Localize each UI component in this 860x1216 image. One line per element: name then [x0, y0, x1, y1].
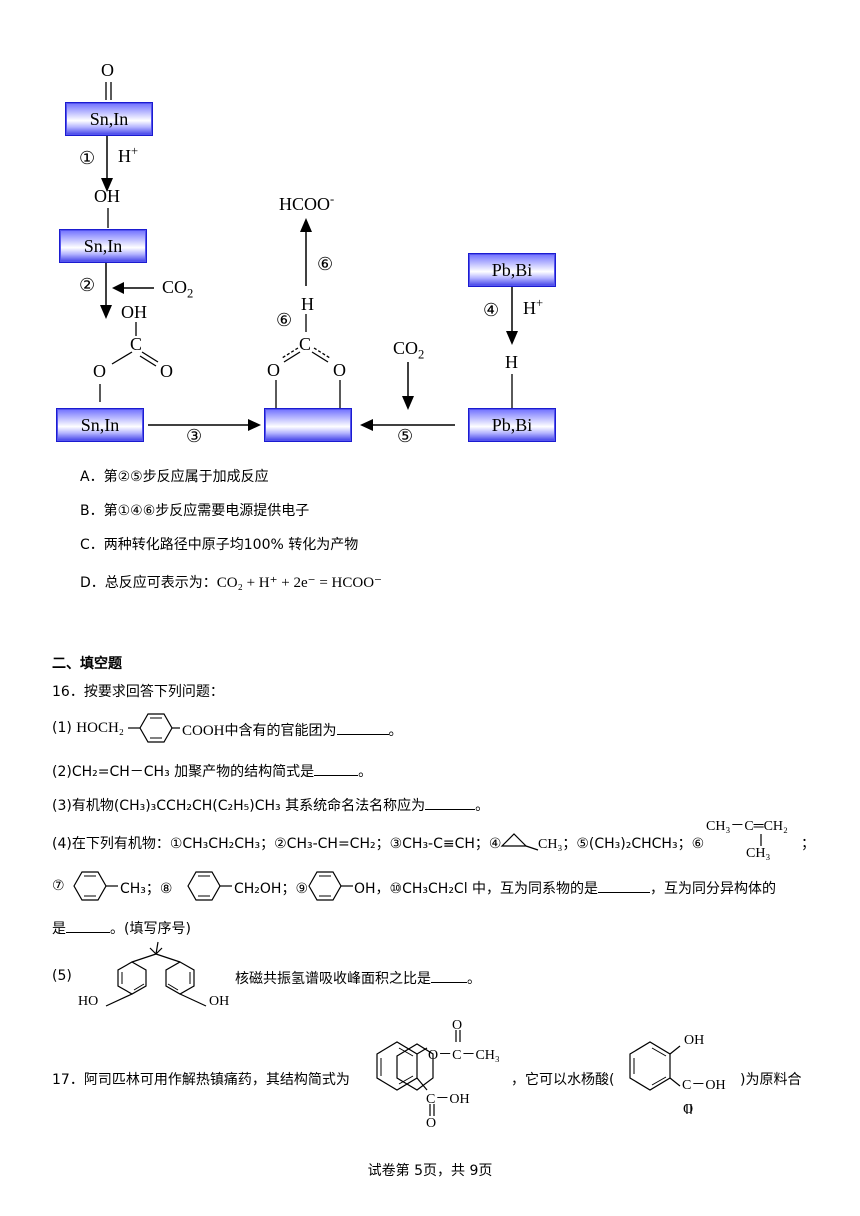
- arrow-down-step2: [100, 263, 112, 319]
- answer-blank[interactable]: [336, 720, 389, 735]
- benzyl-ring: [187, 871, 232, 901]
- step-1-label: ①: [79, 148, 96, 168]
- step-6-label-b: ⑥: [276, 310, 293, 330]
- carboxylate-bonds: [99, 322, 159, 402]
- oh-label: OH: [209, 994, 230, 1009]
- arrow-down-step4: [506, 287, 518, 345]
- h-plus-label-2: H+: [523, 296, 544, 318]
- ho-label: HO: [78, 994, 99, 1009]
- answer-blank[interactable]: [66, 918, 110, 933]
- catalyst-pb-bi-box-2: Pb,Bi: [468, 408, 556, 442]
- hydride-label: H: [505, 352, 518, 372]
- oh-label-2: OH: [121, 302, 147, 322]
- catalyst-sn-in-box-2: Sn,In: [59, 229, 147, 263]
- step-6-label-a: ⑥: [317, 254, 334, 274]
- option-c: C．两种转化路径中原子均100% 转化为产物: [80, 537, 359, 553]
- option-b: B．第①④⑥步反应需要电源提供电子: [80, 503, 310, 519]
- q16-part4-line1b: CH₃；⑤(CH₃)₂CHCH₃；⑥: [538, 836, 705, 852]
- atom-o-top: O: [101, 60, 114, 80]
- salicylic-oh: OH: [684, 1033, 705, 1048]
- bisphenol-a-structure: [105, 941, 207, 1007]
- answer-blank[interactable]: [425, 795, 476, 810]
- oxygen-right: O: [160, 361, 173, 381]
- answer-blank[interactable]: [598, 878, 651, 893]
- oxygen-right-2: O: [333, 360, 346, 380]
- q16-part4-line3: 是。(填写序号): [52, 918, 191, 938]
- step-3-label: ③: [186, 426, 203, 446]
- q16-part2: (2)CH₂=CH－CH₃ 加聚产物的结构简式是。: [52, 761, 372, 781]
- hydrogen-label: H: [301, 294, 314, 314]
- oxygen-left: O: [93, 361, 106, 381]
- section-heading: 二、填空题: [52, 656, 122, 672]
- catalyst-pb-bi-box: Pb,Bi: [468, 253, 556, 287]
- phenol-ring: [308, 871, 353, 901]
- co2-label-2: CO2: [393, 338, 425, 362]
- catalyst-sn-in-box: Sn,In: [65, 102, 153, 136]
- answer-blank[interactable]: [431, 968, 467, 983]
- step-5-label: ⑤: [397, 426, 414, 446]
- option-a: A．第②⑤步反应属于加成反应: [80, 469, 269, 485]
- cyclopropane-ring: [500, 833, 539, 851]
- isobutene-top: CH₃－C═CH₂: [706, 819, 788, 834]
- q17-text-3: )为原料合: [740, 1072, 802, 1088]
- aspirin-o-top: O: [452, 1018, 463, 1033]
- formate-label: HCOO-: [279, 192, 335, 214]
- step-4-label: ④: [483, 300, 500, 320]
- salicylic-acid-structure: [629, 1041, 692, 1114]
- salicylic-acid-group: C－OH: [682, 1078, 726, 1093]
- catalyst-sn-in-box-3: Sn,In: [56, 408, 144, 442]
- q16-part5-num: (5): [52, 968, 72, 984]
- answer-blank[interactable]: [314, 761, 359, 776]
- aspirin-structure: [376, 1030, 461, 1116]
- single-bond: [107, 208, 109, 228]
- page-footer: 试卷第 5页，共 9页: [367, 1163, 493, 1179]
- q16-part4-line2c: OH，⑩CH₃CH₂Cl 中，互为同系物的是，互为同分异构体的: [354, 878, 776, 898]
- q16-part4-line2a: CH₃；⑧: [120, 881, 173, 897]
- aspirin-o-bottom: O: [426, 1116, 437, 1131]
- co2-label-1: CO2: [162, 277, 194, 301]
- q17-text-2: ，它可以水杨酸(: [511, 1072, 615, 1088]
- semicolon: ；: [801, 836, 815, 852]
- aspirin-ester: O－C－CH₃: [428, 1048, 500, 1063]
- aspirin-acid: C－OH: [426, 1092, 470, 1107]
- carbon-label: C: [130, 334, 143, 354]
- q16-part4-line2b: CH₂OH；⑨: [234, 881, 309, 897]
- benzene-ring-1: [128, 713, 180, 743]
- arrow-down-co2: [402, 362, 414, 410]
- option-d: D．总反应可表示为：CO₂ + H⁺ + 2e⁻ = HCOO⁻: [80, 575, 382, 591]
- arrow-right-step3: [148, 419, 261, 431]
- q16-part3: (3)有机物(CH₃)₃CCH₂CH(C₂H₅)CH₃ 其系统命名法名称应为。: [52, 795, 489, 815]
- oxygen-left-2: O: [267, 360, 280, 380]
- carbon-center-label: C: [299, 334, 312, 354]
- q16-stem: 16．按要求回答下列问题：: [52, 684, 224, 700]
- toluene-ring: [73, 871, 118, 901]
- double-bond: [105, 82, 112, 100]
- arrow-left-step5: [360, 419, 455, 431]
- metal-hydride-bond: [511, 374, 513, 408]
- h-plus-label: H+: [118, 144, 139, 166]
- salicylic-o: O: [683, 1102, 694, 1117]
- arrow-down-step1: [101, 136, 113, 192]
- isobutene-bottom: CH₃: [746, 846, 771, 861]
- catalyst-center-box: [264, 408, 352, 442]
- q16-part1: (1) HOCH₂: [52, 720, 125, 736]
- q16-part4-line1: (4)在下列有机物：①CH₃CH₂CH₃；②CH₃-CH=CH₂；③CH₃-C≡…: [52, 836, 502, 852]
- step-2-label: ②: [79, 275, 96, 295]
- circled-7: ⑦: [52, 878, 65, 894]
- q16-part5-text: 核磁共振氢谱吸收峰面积之比是。: [235, 968, 481, 988]
- arrow-up-step6: [300, 218, 312, 286]
- q16-part1-rest: COOH中含有的官能团为。: [182, 720, 403, 740]
- bidentate-formate-bonds: [275, 314, 341, 408]
- q17-text-1: 17．阿司匹林可用作解热镇痛药，其结构简式为: [52, 1072, 350, 1088]
- arrow-left-co2: [112, 282, 154, 294]
- isobutene-bond: [760, 834, 762, 846]
- hydroxyl-label: OH: [94, 186, 120, 206]
